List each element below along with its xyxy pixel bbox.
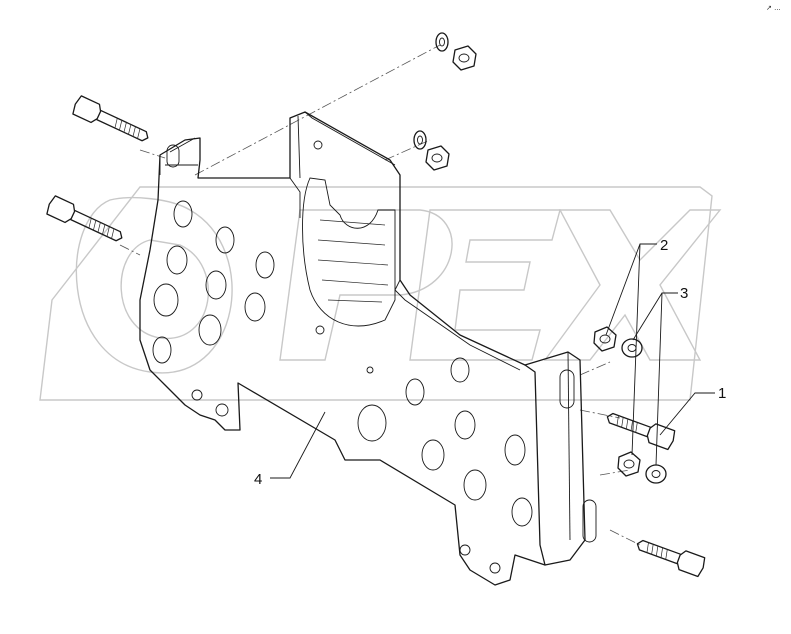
plate-hole [421, 439, 445, 471]
plate-hole [454, 410, 476, 440]
plate-hole [255, 251, 275, 279]
plate-hole [450, 357, 470, 383]
callout-4: 4 [254, 411, 326, 488]
bolt-right-lower [636, 539, 706, 578]
washer-top [435, 32, 449, 52]
nut-right-upper [593, 326, 617, 352]
callout-label-2: 2 [660, 237, 668, 254]
flange-slot [166, 144, 180, 168]
bolt-mid-left [46, 195, 123, 242]
washer-right-upper [621, 338, 643, 358]
plate-hole [366, 366, 374, 374]
plate-hole [244, 292, 266, 322]
washer-upper [413, 130, 427, 150]
plate-hole [166, 245, 188, 275]
plate-hole [459, 544, 471, 556]
callout-3: 3 [632, 285, 688, 466]
bolt-right-upper [606, 412, 676, 451]
corner-mark: ↗ ... [766, 4, 781, 12]
flange-slot [582, 499, 597, 543]
plate-hole [215, 403, 229, 417]
nut-upper [425, 145, 450, 171]
plate-hole [313, 140, 323, 150]
plate-hole [489, 562, 501, 574]
washer-right-lower [645, 464, 667, 484]
plate-hole [463, 469, 487, 501]
nut-top [452, 45, 477, 71]
callout-2: 2 [605, 237, 668, 456]
plate-hole [215, 226, 235, 254]
plate-hole [173, 200, 193, 228]
assembly-centerlines [119, 44, 641, 546]
mounting-plate [139, 111, 597, 586]
watermark-logo [39, 186, 722, 401]
plate-hole [198, 314, 222, 346]
plate-hole [511, 497, 533, 527]
callout-1: 1 [659, 385, 726, 436]
plate-hole [357, 404, 387, 442]
plate-hole [405, 378, 425, 406]
plate-hole [205, 270, 227, 300]
plate-hole [191, 389, 203, 401]
callout-label-4: 4 [254, 471, 262, 488]
bolt-top-left [72, 95, 149, 142]
callout-label-3: 3 [680, 285, 688, 302]
nut-right-lower [617, 451, 641, 477]
plate-hole [504, 434, 526, 466]
plate-hole [152, 336, 172, 364]
plate-hole [315, 325, 325, 335]
flange-slot [559, 369, 575, 409]
plate-hole [153, 283, 179, 317]
callout-label-1: 1 [718, 385, 726, 402]
